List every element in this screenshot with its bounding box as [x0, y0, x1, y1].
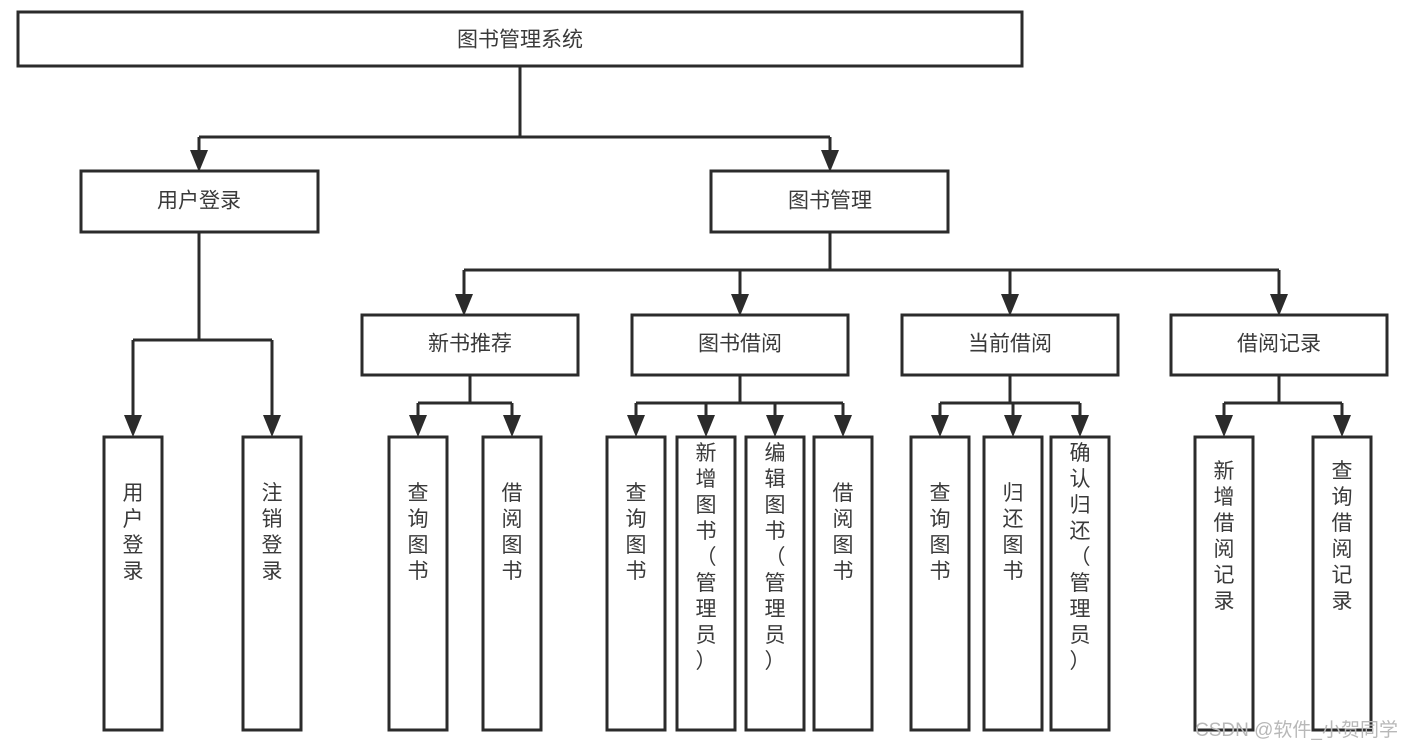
- borrow-record-label: 借阅记录: [1237, 333, 1321, 356]
- arrow-leaf-bb-edit: [766, 415, 784, 437]
- leaf-cb-confirm-box[interactable]: [1049, 435, 1111, 732]
- leaf-bb-edit-box[interactable]: [744, 435, 806, 732]
- leaf-logout-label: 注销登录: [262, 482, 283, 583]
- leaf-bb-borrow-box[interactable]: [812, 435, 874, 732]
- node-book-borrow[interactable]: 图书借阅: [630, 313, 850, 377]
- leaf-br-query-box[interactable]: [1311, 435, 1373, 732]
- book-borrow-box[interactable]: [630, 313, 850, 377]
- csdn-watermark: CSDN @软件_小贺同学: [1195, 719, 1398, 741]
- leaf-cb-return-book[interactable]: 归还图书: [982, 435, 1044, 732]
- arrow-leaf-cb-return: [1004, 415, 1022, 437]
- leaf-br-add-box[interactable]: [1193, 435, 1255, 732]
- new-book-recommend-label: 新书推荐: [428, 333, 512, 356]
- leaf-user-login-box[interactable]: [102, 435, 164, 732]
- arrow-leaf-newbook-borrow: [503, 415, 521, 437]
- borrow-record-box[interactable]: [1169, 313, 1389, 377]
- leaf-bb-edit-label: 编辑图书（管理员）: [765, 442, 786, 673]
- leaf-bb-query-box[interactable]: [605, 435, 667, 732]
- node-borrow-record[interactable]: 借阅记录: [1169, 313, 1389, 377]
- node-current-borrow[interactable]: 当前借阅: [900, 313, 1120, 377]
- leaf-user-login[interactable]: 用户登录: [102, 435, 164, 732]
- book-borrow-label: 图书借阅: [698, 333, 782, 356]
- node-root-system[interactable]: 图书管理系统: [16, 10, 1024, 68]
- arrow-leaf-bb-add: [697, 415, 715, 437]
- root-box[interactable]: [16, 10, 1024, 68]
- arrow-to-bookborrow: [731, 294, 749, 316]
- leaf-logout-box[interactable]: [241, 435, 303, 732]
- leaf-bb-edit-book[interactable]: 编辑图书（管理员）: [744, 435, 806, 732]
- leaf-cb-query-box[interactable]: [909, 435, 971, 732]
- arrow-leaf-newbook-query: [409, 415, 427, 437]
- leaf-newbook-borrow-box[interactable]: [481, 435, 543, 732]
- connector-layer: [124, 66, 1351, 437]
- leaf-cb-query-book[interactable]: 查询图书: [909, 435, 971, 732]
- leaf-newbook-borrow-book[interactable]: 借阅图书: [481, 435, 543, 732]
- current-borrow-box[interactable]: [900, 313, 1120, 377]
- leaf-br-query-record[interactable]: 查询借阅记录: [1311, 435, 1373, 732]
- leaf-logout[interactable]: 注销登录: [241, 435, 303, 732]
- leaf-newbook-query-label: 查询图书: [408, 482, 429, 583]
- arrow-leaf-bb-query: [627, 415, 645, 437]
- user-login-label: 用户登录: [157, 190, 241, 213]
- leaf-bb-borrow-book[interactable]: 借阅图书: [812, 435, 874, 732]
- leaf-bb-add-box[interactable]: [675, 435, 737, 732]
- leaf-newbook-borrow-label: 借阅图书: [502, 482, 523, 583]
- leaf-bb-query-book[interactable]: 查询图书: [605, 435, 667, 732]
- arrow-to-book-mgmt: [821, 150, 839, 172]
- leaf-bb-query-label: 查询图书: [626, 482, 647, 583]
- leaf-br-add-record[interactable]: 新增借阅记录: [1193, 435, 1255, 732]
- book-management-box[interactable]: [709, 169, 950, 234]
- new-book-recommend-box[interactable]: [360, 313, 580, 377]
- arrow-to-currentborrow: [1001, 294, 1019, 316]
- root-label: 图书管理系统: [457, 29, 583, 52]
- leaf-cb-confirm-return[interactable]: 确认归还（管理员）: [1049, 435, 1111, 732]
- leaf-cb-return-label: 归还图书: [1003, 482, 1024, 583]
- leaf-br-query-label: 查询借阅记录: [1332, 460, 1353, 613]
- leaf-newbook-query-box[interactable]: [387, 435, 449, 732]
- node-user-login[interactable]: 用户登录: [79, 169, 320, 234]
- arrow-leaf-cb-confirm: [1071, 415, 1089, 437]
- leaf-br-add-label: 新增借阅记录: [1214, 460, 1235, 613]
- leaf-cb-return-box[interactable]: [982, 435, 1044, 732]
- node-new-book-recommend[interactable]: 新书推荐: [360, 313, 580, 377]
- arrow-to-user-login: [190, 150, 208, 172]
- leaf-cb-confirm-label: 确认归还（管理员）: [1070, 442, 1091, 673]
- arrow-leaf-br-query: [1333, 415, 1351, 437]
- current-borrow-label: 当前借阅: [968, 333, 1052, 356]
- arrow-leaf-bb-borrow: [834, 415, 852, 437]
- arrow-leaf-cb-query: [931, 415, 949, 437]
- arrow-to-newbook: [455, 294, 473, 316]
- leaf-bb-add-label: 新增图书（管理员）: [696, 442, 717, 673]
- leaf-newbook-query-book[interactable]: 查询图书: [387, 435, 449, 732]
- leaf-cb-query-label: 查询图书: [930, 482, 951, 583]
- node-book-management[interactable]: 图书管理: [709, 169, 950, 234]
- arrow-leaf-user-login: [124, 415, 142, 437]
- arrow-leaf-br-add: [1215, 415, 1233, 437]
- arrow-to-borrowrecord: [1270, 294, 1288, 316]
- leaf-user-login-label: 用户登录: [123, 482, 144, 583]
- leaf-bb-borrow-label: 借阅图书: [833, 482, 854, 583]
- leaf-bb-add-book[interactable]: 新增图书（管理员）: [675, 435, 737, 732]
- book-management-label: 图书管理: [788, 190, 872, 213]
- user-login-box[interactable]: [79, 169, 320, 234]
- arrow-leaf-logout: [263, 415, 281, 437]
